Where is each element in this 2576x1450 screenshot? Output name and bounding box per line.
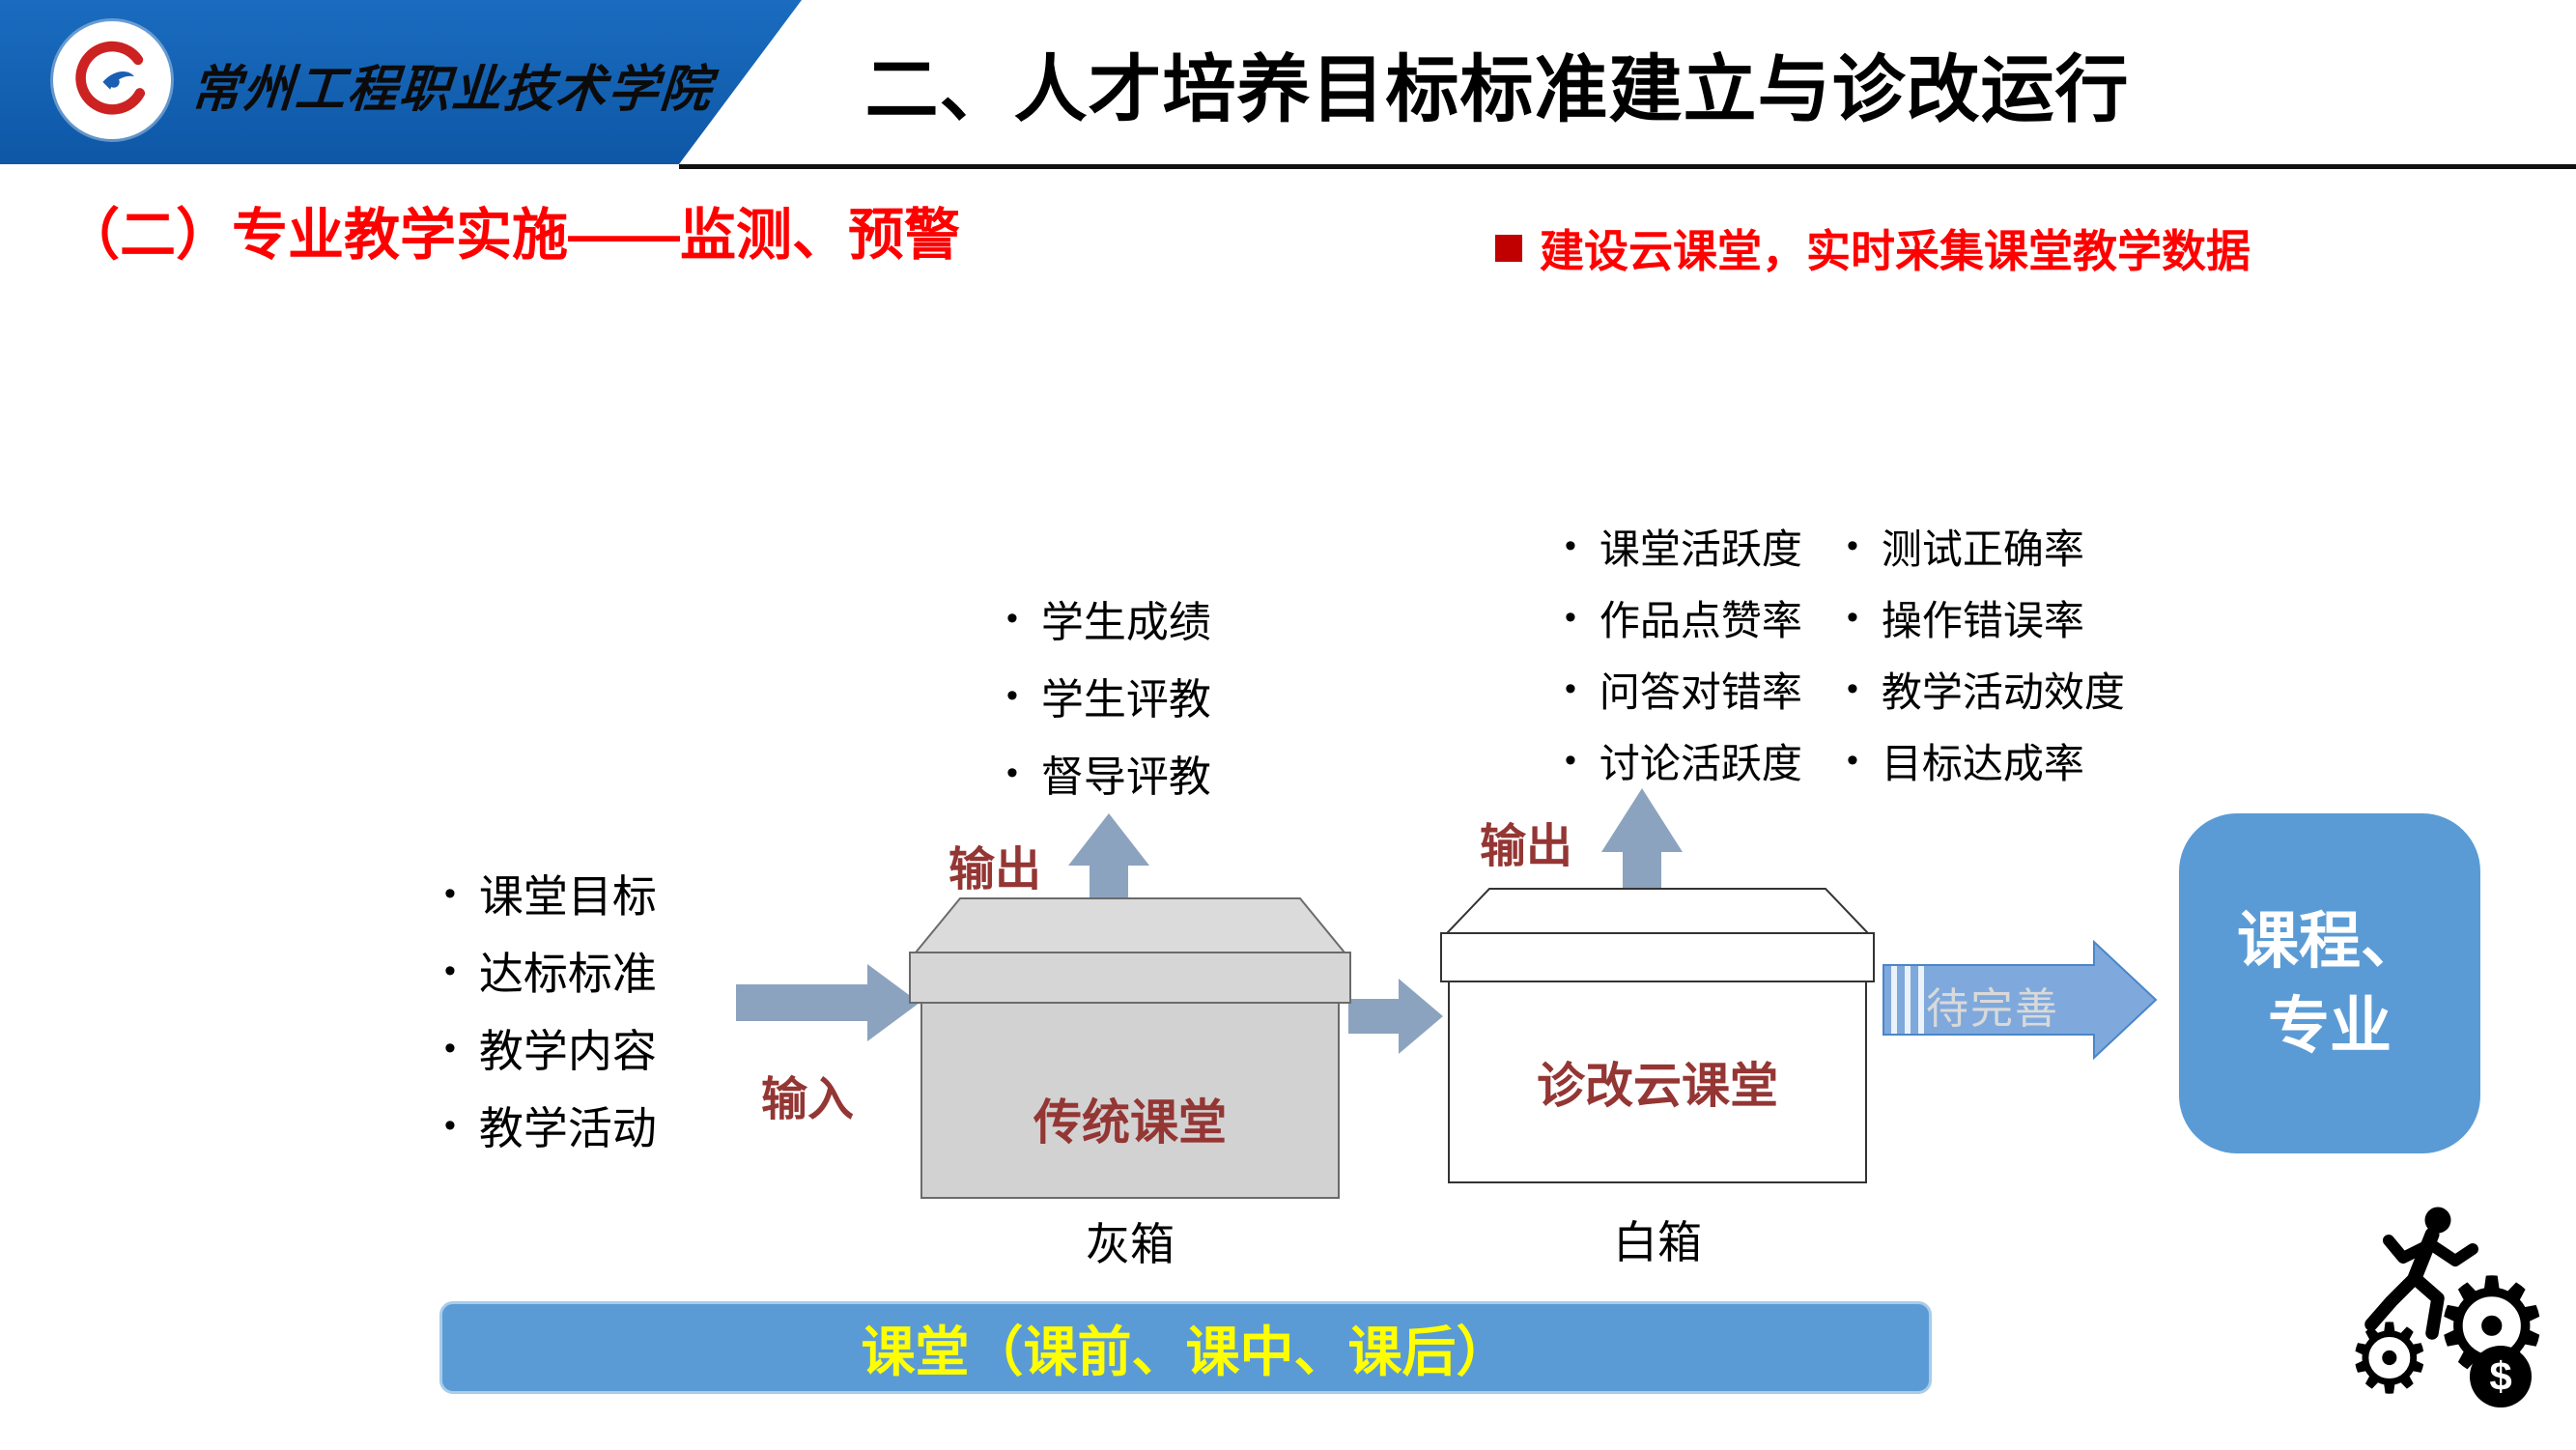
- callout: 建设云课堂，实时采集课堂教学数据: [1495, 216, 2250, 280]
- white-output-label: 测试正确率: [1881, 526, 2084, 572]
- bullet-icon: •: [444, 1106, 456, 1144]
- dollar-icon: $: [2470, 1346, 2532, 1407]
- bullet-icon: •: [1006, 599, 1018, 637]
- result-box-label: 课程、 专业: [2237, 906, 2422, 1061]
- school-emblem-icon: [75, 41, 146, 115]
- list-item: • 问答对错率: [1565, 653, 1802, 725]
- result-box: 课程、 专业: [2179, 813, 2480, 1153]
- gray-output-label: 学生评教: [1040, 676, 1211, 724]
- list-item: • 讨论活跃度: [1565, 725, 1802, 796]
- white-output-list-col1: • 课堂活跃度 • 作品点赞率 • 问答对错率 • 讨论活跃度: [1565, 510, 1802, 796]
- input-item-label: 达标标准: [478, 949, 657, 999]
- input-item-label: 教学内容: [478, 1026, 657, 1076]
- pending-arrow-stripe: [1891, 966, 1897, 1034]
- list-item: • 测试正确率: [1847, 510, 2125, 582]
- pending-arrow-stripe: [1905, 966, 1911, 1034]
- white-output-label: 教学活动效度: [1881, 668, 2125, 715]
- section-heading: （二）专业教学实施——监测、预警: [64, 204, 961, 267]
- list-item: • 教学内容: [444, 1009, 657, 1087]
- gray-box-top: [913, 897, 1347, 953]
- header-banner: [0, 0, 802, 164]
- input-list: • 课堂目标 • 达标标准 • 教学内容 • 教学活动: [444, 855, 657, 1164]
- pending-arrow-stripe: [1918, 966, 1924, 1034]
- bullet-icon: •: [1565, 741, 1576, 779]
- list-item: • 督导评教: [1006, 734, 1211, 811]
- header-divider: [679, 164, 2576, 169]
- bullet-icon: •: [1847, 669, 1858, 707]
- list-item: • 目标达成率: [1847, 725, 2125, 796]
- list-item: • 课堂目标: [444, 855, 657, 932]
- bullet-icon: •: [1565, 526, 1576, 564]
- callout-text: 建设云课堂，实时采集课堂教学数据: [1540, 226, 2250, 276]
- input-item-label: 课堂目标: [478, 871, 657, 922]
- bullet-icon: •: [1006, 676, 1018, 714]
- school-logo-icon: [53, 21, 171, 139]
- input-arrow: [736, 964, 920, 1041]
- bullet-icon: •: [1565, 669, 1576, 707]
- gray-box-caption: 灰箱: [1086, 1219, 1175, 1269]
- white-output-list-col2: • 测试正确率 • 操作错误率 • 教学活动效度 • 目标达成率: [1847, 510, 2125, 796]
- gray-box-lid: [909, 952, 1351, 1004]
- bullet-icon: •: [1006, 753, 1018, 791]
- flow-arrow: [1348, 979, 1443, 1054]
- white-output-label: 讨论活跃度: [1599, 740, 1802, 786]
- dollar-symbol: $: [2489, 1353, 2512, 1399]
- square-bullet-icon: [1495, 235, 1522, 262]
- bullet-icon: •: [1847, 741, 1858, 779]
- white-output-label: 目标达成率: [1881, 740, 2084, 786]
- bullet-icon: •: [1565, 598, 1576, 636]
- bullet-icon: •: [1847, 526, 1858, 564]
- white-box-caption: 白箱: [1613, 1217, 1702, 1267]
- white-output-label: 操作错误率: [1881, 597, 2084, 643]
- white-output-label: 课堂活跃度: [1599, 526, 1802, 572]
- list-item: • 教学活动: [444, 1087, 657, 1164]
- bottom-bar-label: 课堂（课前、课中、课后）: [861, 1321, 1511, 1382]
- gray-box-label: 传统课堂: [1033, 1095, 1227, 1150]
- input-label: 输入: [761, 1074, 855, 1125]
- white-output-label: 作品点赞率: [1599, 597, 1802, 643]
- gray-output-label-title: 输出: [948, 844, 1042, 896]
- list-item: • 达标标准: [444, 932, 657, 1009]
- white-box-label: 诊改云课堂: [1537, 1059, 1778, 1113]
- gear-icon: ⚙: [2346, 1302, 2433, 1415]
- bullet-icon: •: [444, 1029, 456, 1066]
- bottom-bar: 课堂（课前、课中、课后）: [439, 1301, 1932, 1394]
- output-arrow-gray: [1068, 813, 1149, 918]
- footer-graphic: ⚙ ⚙ $: [2333, 1203, 2576, 1444]
- white-output-label-title: 输出: [1480, 821, 1573, 872]
- list-item: • 作品点赞率: [1565, 582, 1802, 653]
- gray-output-label: 督导评教: [1040, 753, 1211, 801]
- runner-icon: [2364, 1207, 2478, 1340]
- white-box-lid: [1440, 932, 1875, 982]
- list-item: • 学生评教: [1006, 657, 1211, 734]
- gray-output-label: 学生成绩: [1040, 599, 1211, 646]
- input-item-label: 教学活动: [478, 1103, 657, 1153]
- list-item: • 学生成绩: [1006, 580, 1211, 657]
- gray-output-list: • 学生成绩 • 学生评教 • 督导评教: [1006, 580, 1211, 811]
- white-output-label: 问答对错率: [1599, 668, 1802, 715]
- white-box-body: [1448, 981, 1867, 1183]
- gray-box-body: [920, 1002, 1340, 1199]
- bullet-icon: •: [444, 874, 456, 912]
- bullet-icon: •: [444, 952, 456, 989]
- white-box-top: [1444, 888, 1871, 934]
- output-arrow-white: [1601, 788, 1683, 906]
- pending-arrow-label: 待完善: [1926, 985, 2059, 1033]
- list-item: • 操作错误率: [1847, 582, 2125, 653]
- pending-arrow: [1882, 939, 2158, 1061]
- list-item: • 教学活动效度: [1847, 653, 2125, 725]
- bullet-icon: •: [1847, 598, 1858, 636]
- list-item: • 课堂活跃度: [1565, 510, 1802, 582]
- page-title: 二、人才培养目标标准建立与诊改运行: [864, 49, 2130, 131]
